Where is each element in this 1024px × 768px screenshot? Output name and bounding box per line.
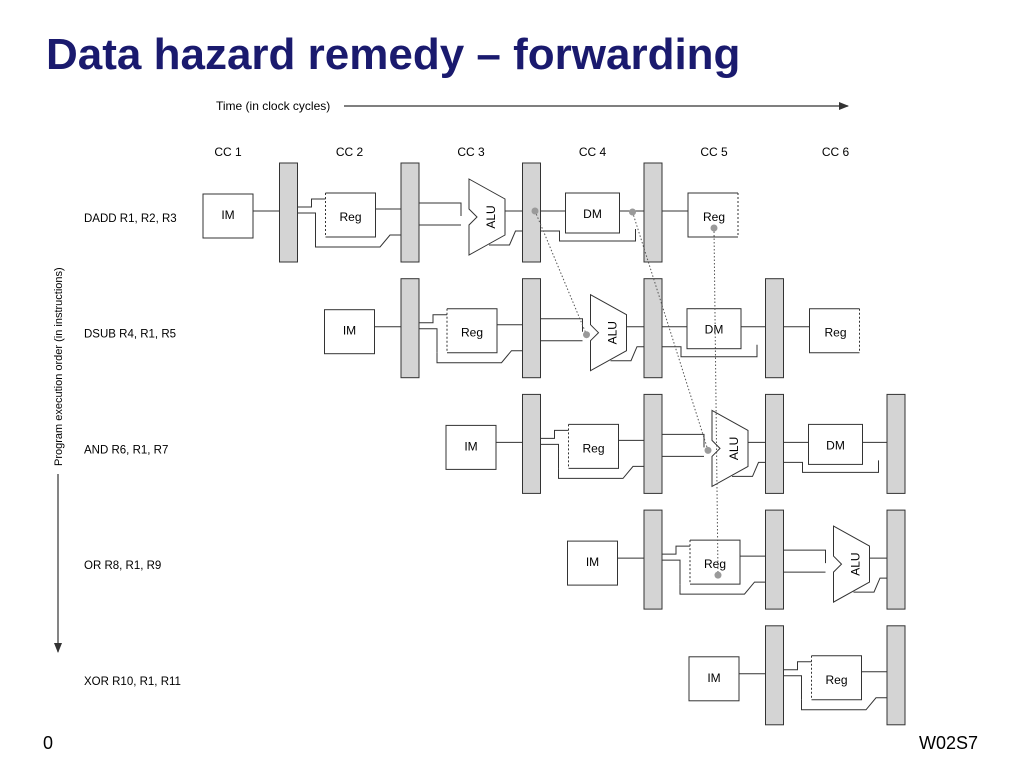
pipeline-latch [765, 625, 784, 726]
forwarding-target-dot [583, 331, 590, 339]
clock-cycle-labels: CC 1 CC 2 CC 3 CC 4 CC 5 CC 6 [214, 145, 849, 159]
forwarding-source-dot [710, 224, 718, 232]
pipeline-row: IM Reg ALU DM [445, 393, 906, 494]
stage-label-reg: Reg [582, 441, 604, 455]
stage-label-dm: DM [583, 207, 602, 221]
pipeline-latch [765, 509, 784, 610]
instruction-memory [688, 656, 740, 702]
data-memory [565, 192, 620, 234]
cc-label-2: CC 2 [336, 145, 364, 159]
pipeline-latch [765, 278, 784, 379]
stage-label-dm: DM [705, 323, 724, 337]
stage-label-alu: ALU [849, 552, 863, 575]
stage-label-reg: Reg [824, 326, 846, 340]
alu [711, 409, 749, 488]
stage-label-reg: Reg [339, 210, 361, 224]
pipeline-latch [400, 162, 420, 263]
forwarding-target-dot [704, 446, 712, 454]
stage-label-reg: Reg [704, 557, 726, 571]
pipeline-latch [886, 625, 906, 726]
alu [590, 293, 627, 372]
register-read [568, 423, 619, 469]
pipeline-row: IM Reg ALU DM Reg [202, 162, 739, 263]
register-read [325, 192, 376, 238]
pipeline-row: IM Reg ALU DM Reg [324, 278, 860, 379]
instruction-label: XOR R10, R1, R11 [84, 676, 181, 688]
forwarding-paths [531, 207, 722, 579]
pipeline-latch [279, 162, 298, 263]
cc-label-3: CC 3 [457, 145, 485, 159]
register-write [809, 308, 860, 354]
alu [468, 178, 506, 256]
data-memory [686, 308, 742, 350]
stage-label-im: IM [464, 439, 477, 453]
forwarding-source-dot [531, 207, 539, 215]
pipeline-latch [643, 162, 663, 263]
instruction-label: DADD R1, R2, R3 [84, 213, 177, 225]
alu [833, 525, 870, 603]
stage-label-alu: ALU [727, 437, 741, 460]
stage-label-im: IM [221, 208, 234, 222]
pipeline-latch [643, 393, 663, 494]
register-read [690, 539, 741, 585]
instruction-label: DSUB R4, R1, R5 [84, 329, 176, 341]
instruction-label: OR R8, R1, R9 [84, 560, 161, 572]
stage-label-alu: ALU [484, 205, 498, 228]
stage-label-dm: DM [826, 438, 845, 452]
register-read [447, 308, 498, 354]
footer-left: 0 [43, 733, 54, 753]
stage-label-im: IM [586, 555, 599, 569]
forwarding-line [534, 210, 587, 335]
instruction-label: AND R6, R1, R7 [84, 444, 168, 456]
forwarding-target-dot [714, 571, 722, 579]
instruction-memory [445, 424, 497, 470]
register-read [811, 655, 862, 701]
data-memory [808, 423, 863, 465]
cc-label-1: CC 1 [214, 145, 242, 159]
instruction-memory [202, 193, 254, 239]
pipeline-latch [522, 162, 541, 263]
stage-label-alu: ALU [606, 321, 620, 344]
pipeline-latch [886, 393, 906, 494]
stage-label-reg: Reg [461, 326, 483, 340]
stage-label-im: IM [343, 324, 356, 338]
cc-label-6: CC 6 [822, 145, 850, 159]
pipeline-latch [400, 278, 420, 379]
pipeline-latch [643, 278, 663, 379]
pipeline-latch [886, 509, 906, 610]
instruction-labels: DADD R1, R2, R3 DSUB R4, R1, R5 AND R6, R1… [84, 213, 181, 688]
instruction-memory [324, 309, 375, 355]
cc-label-5: CC 5 [700, 145, 728, 159]
forwarding-source-dot [629, 208, 636, 216]
footer-page-id: W02S7 [918, 733, 978, 753]
forwarding-line [713, 227, 719, 576]
order-axis-label: Program execution order (in instructions… [53, 267, 65, 466]
stage-label-reg: Reg [703, 210, 725, 224]
instruction-memory [567, 540, 618, 586]
pipeline-latch [522, 278, 541, 379]
pipeline-latch [522, 393, 541, 494]
pipeline-row: IM Reg [688, 625, 906, 726]
pipeline-latch [643, 509, 663, 610]
stage-label-reg: Reg [825, 673, 847, 687]
time-axis-label: Time (in clock cycles) [216, 99, 330, 113]
pipeline-row: IM Reg ALU [567, 509, 906, 610]
register-write [687, 192, 738, 238]
stage-label-im: IM [707, 671, 720, 685]
cc-label-4: CC 4 [579, 145, 607, 159]
slide-title: Data hazard remedy – forwarding [46, 30, 741, 79]
pipeline-latch [765, 393, 784, 494]
